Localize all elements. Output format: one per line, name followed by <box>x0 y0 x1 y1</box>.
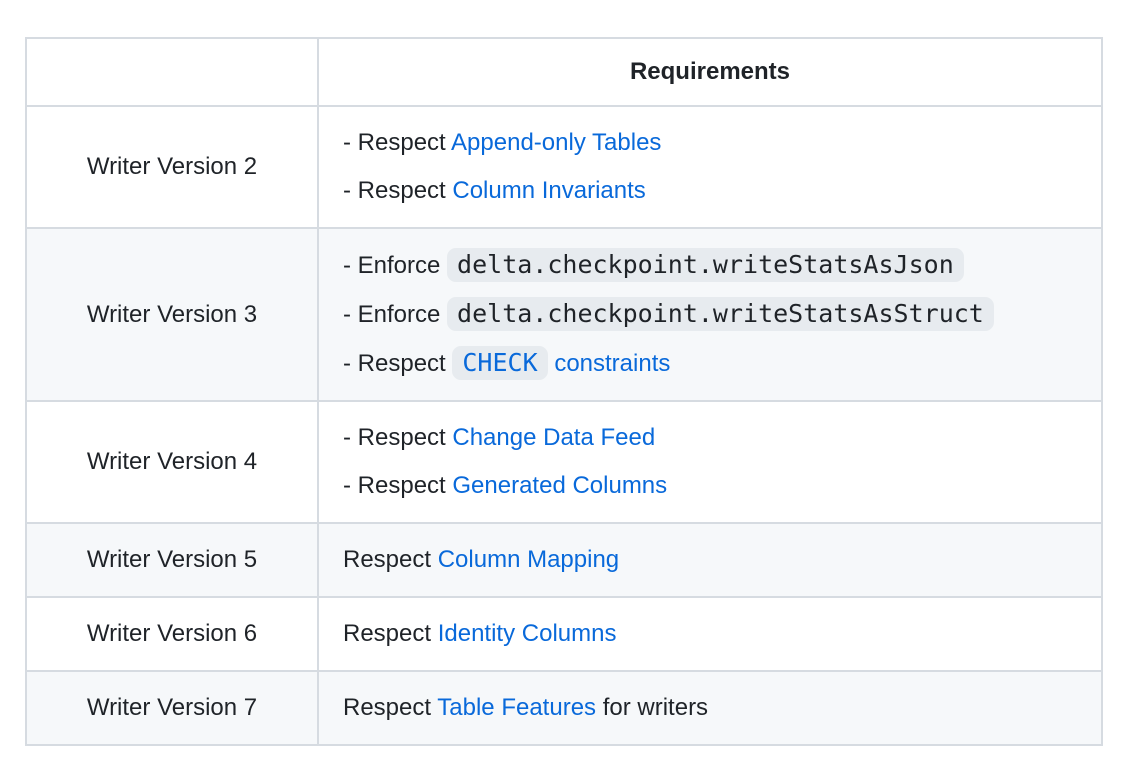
requirement-text: Respect <box>343 694 438 721</box>
requirement-line: - Enforce delta.checkpoint.writeStatsAsJ… <box>343 241 1077 290</box>
requirement-line: - Respect Append-only Tables <box>343 119 1077 167</box>
requirement-line: - Enforce delta.checkpoint.writeStatsAsS… <box>343 290 1077 339</box>
header-row: Requirements <box>25 37 1103 107</box>
requirement-text: - Respect <box>343 424 453 451</box>
code-span: delta.checkpoint.writeStatsAsJson <box>447 248 964 282</box>
requirement-text: - Respect <box>343 350 453 377</box>
link-identity-columns[interactable]: Identity Columns <box>437 620 617 647</box>
writer-version-cell: Writer Version 2 <box>25 105 319 229</box>
table-row: Writer Version 6 Respect Identity Columns <box>25 596 1103 672</box>
code-span: delta.checkpoint.writeStatsAsStruct <box>447 297 994 331</box>
writer-version-cell: Writer Version 4 <box>25 400 319 524</box>
link-append-only-tables[interactable]: Append-only Tables <box>451 129 662 156</box>
requirement-text: - Enforce <box>343 252 448 279</box>
requirements-cell: - Enforce delta.checkpoint.writeStatsAsJ… <box>317 227 1103 402</box>
table-row: Writer Version 4- Respect Change Data Fe… <box>25 400 1103 524</box>
requirement-text: Respect <box>343 546 438 573</box>
writer-version-cell: Writer Version 3 <box>25 227 319 402</box>
table-body: Writer Version 2- Respect Append-only Ta… <box>25 105 1103 746</box>
link-column-mapping[interactable]: Column Mapping <box>437 546 620 573</box>
table-row: Writer Version 2- Respect Append-only Ta… <box>25 105 1103 229</box>
requirements-cell: - Respect Change Data Feed- Respect Gene… <box>317 400 1103 524</box>
requirement-line: - Respect Column Invariants <box>343 167 1077 215</box>
link-constraints[interactable]: constraints <box>554 350 671 377</box>
requirements-cell: Respect Identity Columns <box>317 596 1103 672</box>
writer-version-cell: Writer Version 5 <box>25 522 319 598</box>
table-row: Writer Version 3 - Enforce delta.checkpoi… <box>25 227 1103 402</box>
requirement-line: - Respect Generated Columns <box>343 462 1077 510</box>
writer-version-cell: Writer Version 6 <box>25 596 319 672</box>
requirement-text: for writers <box>596 694 709 721</box>
code-link-check[interactable]: CHECK <box>452 346 548 380</box>
header-empty-cell <box>25 37 319 107</box>
link-generated-columns[interactable]: Generated Columns <box>452 472 668 499</box>
requirement-text: - Enforce <box>343 301 448 328</box>
header-requirements: Requirements <box>317 37 1103 107</box>
requirement-line: - Respect CHECK constraints <box>343 339 1077 388</box>
requirement-text: - Respect <box>343 472 453 499</box>
link-column-invariants[interactable]: Column Invariants <box>452 177 646 204</box>
requirement-line: Respect Column Mapping <box>343 536 1077 584</box>
link-change-data-feed[interactable]: Change Data Feed <box>452 424 656 451</box>
requirements-cell: Respect Table Features for writers <box>317 670 1103 746</box>
writer-version-cell: Writer Version 7 <box>25 670 319 746</box>
requirements-cell: - Respect Append-only Tables- Respect Co… <box>317 105 1103 229</box>
requirement-text: Respect <box>343 620 438 647</box>
requirements-cell: Respect Column Mapping <box>317 522 1103 598</box>
requirement-line: Respect Identity Columns <box>343 610 1077 658</box>
requirement-text: - Respect <box>343 177 453 204</box>
link-table-features[interactable]: Table Features <box>437 694 597 721</box>
writer-requirements-table: Requirements Writer Version 2- Respect A… <box>25 37 1103 746</box>
requirement-line: - Respect Change Data Feed <box>343 414 1077 462</box>
table-row: Writer Version 7 Respect Table Features f… <box>25 670 1103 746</box>
requirement-line: Respect Table Features for writers <box>343 684 1077 732</box>
table-row: Writer Version 5 Respect Column Mapping <box>25 522 1103 598</box>
requirement-text: - Respect <box>343 129 452 156</box>
